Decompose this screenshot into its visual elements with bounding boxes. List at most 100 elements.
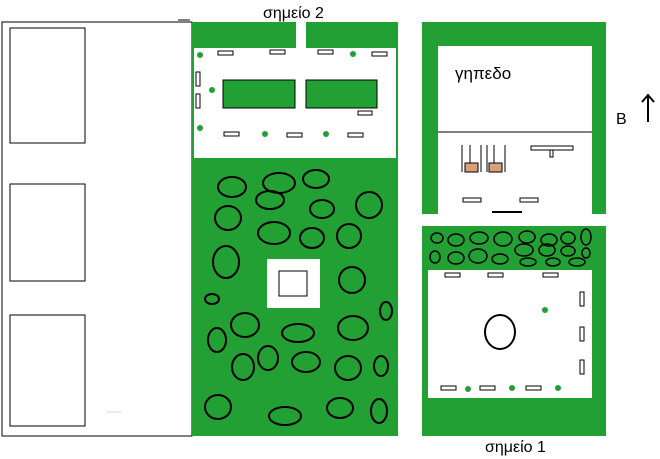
playground [438,132,592,214]
cross-path [422,214,606,226]
court [438,46,592,132]
tree-icon [350,51,356,57]
bench [579,326,585,342]
seesaw-pivot [549,149,554,158]
north-label: Β [616,111,627,128]
bush-icon [207,327,227,353]
right-park: γηπεδο [422,22,606,436]
bench [519,197,539,203]
tree-icon [542,307,548,313]
bench [371,51,388,57]
bush-icon [540,233,558,247]
bench [479,385,496,391]
bench [195,93,201,109]
bush-icon [379,301,393,321]
bush-icon [370,398,388,424]
tree-icon [555,385,561,391]
bush-icon [336,223,362,249]
bench [462,197,482,203]
bush-icon [468,248,488,264]
bush-icon [355,191,383,219]
tree-icon [262,131,268,137]
bush-icon [560,245,576,257]
swing-seat [488,162,503,173]
bench [347,132,364,138]
left-block [1,19,193,437]
bush-icon [373,355,389,377]
bush-icon [257,345,279,371]
plaza-trees [197,51,356,137]
tree-icon [465,386,471,392]
north-arrow-icon [641,93,655,122]
bush-icon [291,351,321,373]
swing-icon [461,145,506,173]
bush-icon [326,397,354,419]
bush-icon [469,231,489,245]
building-3 [9,314,86,427]
bush-icon [447,251,465,265]
bush-icon [568,257,586,267]
point-1-label: σημείο 1 [485,439,546,456]
bush-icon [429,250,441,264]
entry-path-point-2 [296,22,306,48]
bush-icon [580,228,592,246]
bush-icon [491,253,509,265]
bush-icon [430,232,444,244]
bush-icon [493,231,513,247]
bench [357,110,373,116]
bush-icon [538,243,556,257]
seesaw-icon [530,145,574,158]
bench [487,272,504,278]
park-bushes [204,169,393,426]
bush-icon [334,355,362,381]
bench [223,131,240,137]
bush-icon [281,323,315,343]
bench [286,132,303,138]
bush-icon [212,245,240,279]
bush-icon [299,227,325,249]
bush-icon [514,243,534,257]
bench [525,385,542,391]
bench [579,291,585,307]
seesaw-beam [530,145,574,151]
tree-icon [509,385,515,391]
court-label: γηπεδο [455,64,511,83]
bush-icon [255,190,285,210]
hedge [429,228,592,267]
bush-icon [309,199,335,219]
bush-icon [337,315,369,341]
swing-seat [464,162,479,173]
square-trees [465,307,561,392]
bench [444,272,461,278]
tree-icon [197,52,203,58]
bench [579,359,585,375]
bench [440,385,457,391]
bush-icon [214,205,242,231]
bush-icon [518,230,536,244]
bench [542,272,559,278]
bench [217,50,234,56]
bush-icon [217,176,247,198]
tree-icon [197,125,203,131]
bush-icon [338,266,366,294]
flower-bed-right [305,79,378,109]
tree-icon [209,87,215,93]
central-monument [267,259,320,308]
north-arrow-head [641,93,655,103]
middle-park [192,22,398,436]
point-2-label: σημείο 2 [263,5,324,22]
tree-icon [323,131,329,137]
bush-icon [519,257,537,267]
flower-bed-left [222,79,296,109]
bush-icon [581,247,591,259]
bush-icon [204,394,232,420]
bush-icon [204,293,220,305]
fountain-icon [484,314,516,350]
square-benches [440,272,585,391]
building-2 [9,183,86,282]
bench [317,49,334,55]
bush-icon [560,231,576,245]
bench [195,71,201,87]
bush-icon [230,312,260,338]
